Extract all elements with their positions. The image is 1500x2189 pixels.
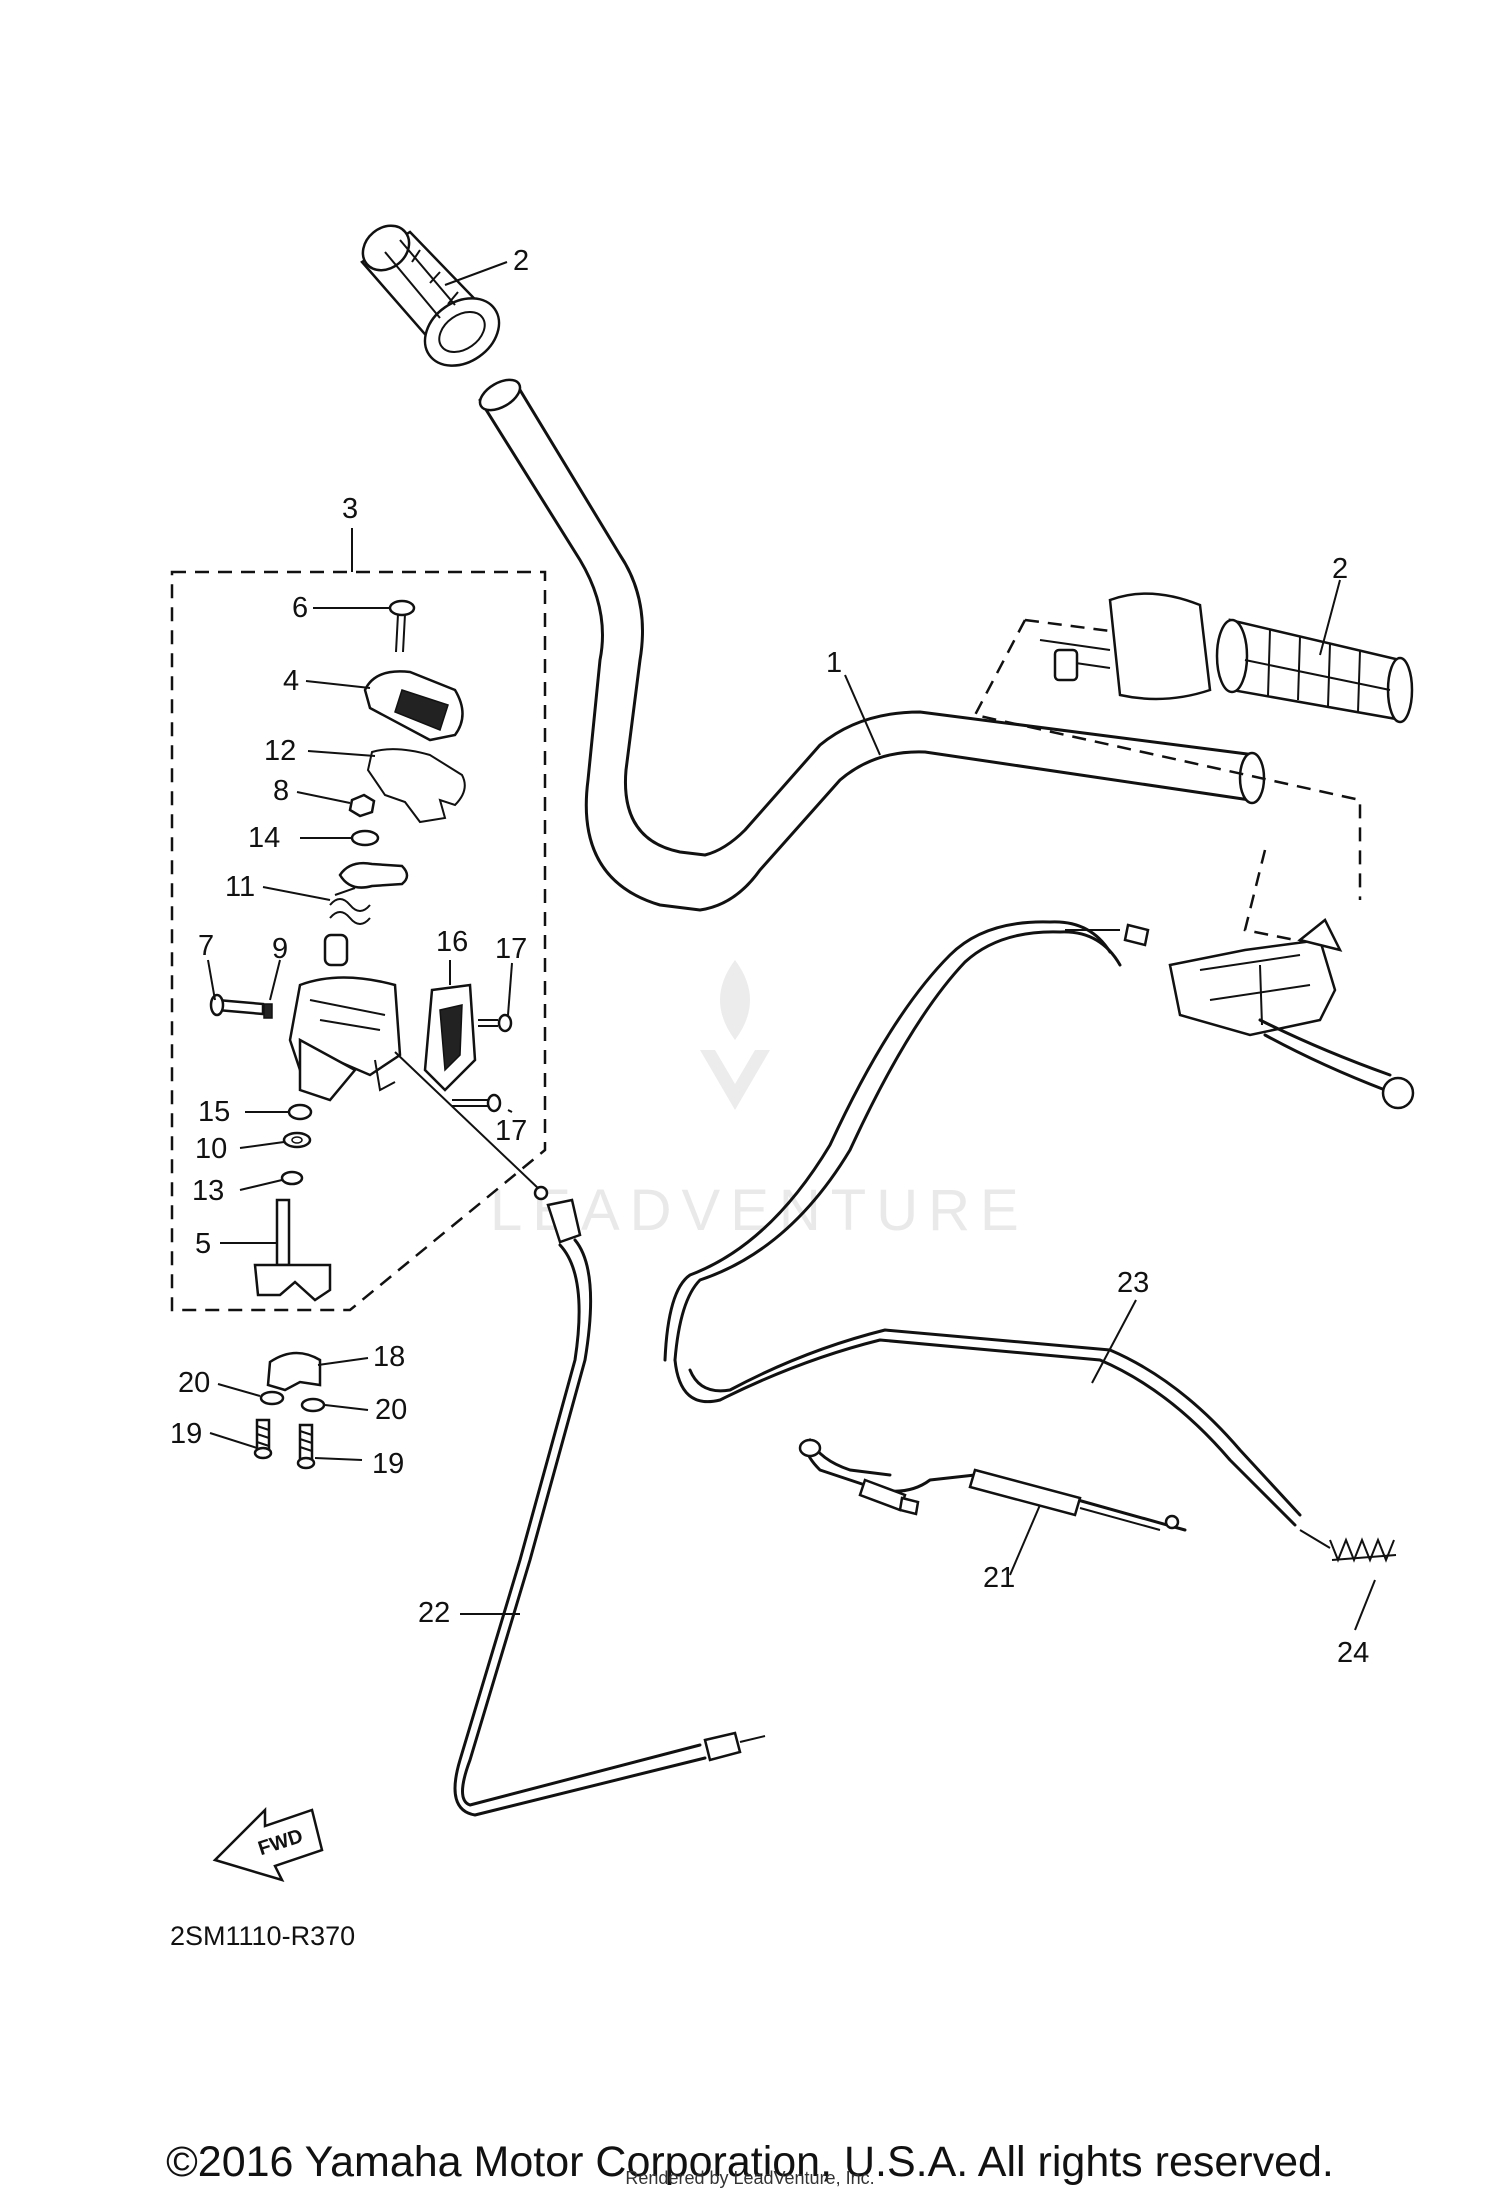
right-switch-and-grip — [973, 592, 1414, 947]
label-19-left: 19 — [170, 1418, 202, 1450]
label-18: 18 — [373, 1341, 405, 1373]
fwd-arrow: FWD — [212, 1806, 324, 1883]
cable-21 — [798, 1438, 1187, 1532]
label-5: 5 — [195, 1228, 211, 1260]
spring-24 — [1299, 1529, 1397, 1563]
callout-labels: 2 2 1 3 6 4 12 8 14 11 7 9 16 17 17 15 1… — [170, 245, 1369, 1669]
label-23: 23 — [1117, 1267, 1149, 1299]
label-21: 21 — [983, 1562, 1015, 1594]
label-22: 22 — [418, 1597, 450, 1629]
leader-lines — [207, 261, 1376, 1631]
label-10: 10 — [195, 1133, 227, 1165]
assembly-3-parts — [209, 599, 513, 1302]
label-13: 13 — [192, 1175, 224, 1207]
label-8: 8 — [273, 775, 289, 807]
label-9: 9 — [272, 933, 288, 965]
label-2-right-grip: 2 — [1332, 553, 1348, 585]
label-2-left-grip: 2 — [513, 245, 529, 277]
label-20-left: 20 — [178, 1367, 210, 1399]
label-7: 7 — [198, 930, 214, 962]
label-17-top: 17 — [495, 933, 527, 965]
label-1-handlebar: 1 — [826, 647, 842, 679]
rendered-by-notice: Rendered by LeadVenture, Inc. — [625, 2168, 875, 2188]
label-16: 16 — [436, 926, 468, 958]
label-11: 11 — [225, 871, 255, 903]
label-3-assembly: 3 — [342, 493, 358, 525]
label-19-right: 19 — [372, 1448, 404, 1480]
label-15: 15 — [198, 1096, 230, 1128]
copyright-notice: ©2016 Yamaha Motor Corporation, U.S.A. A… — [166, 2138, 1334, 2186]
label-6: 6 — [292, 592, 308, 624]
label-17-bottom: 17 — [495, 1115, 527, 1147]
left-grip — [360, 224, 501, 367]
clamp-parts — [253, 1351, 326, 1470]
label-14: 14 — [248, 822, 280, 854]
cable-22 — [394, 1051, 766, 1817]
label-24: 24 — [1337, 1637, 1369, 1669]
right-lever-assembly — [1168, 918, 1415, 1110]
assembly-3-box — [170, 570, 547, 1312]
label-12: 12 — [264, 735, 296, 767]
drawing-code: 2SM1110-R370 — [170, 1921, 355, 1951]
label-20-right: 20 — [375, 1394, 407, 1426]
cable-23-upper — [663, 920, 1302, 1527]
label-4: 4 — [283, 665, 299, 697]
